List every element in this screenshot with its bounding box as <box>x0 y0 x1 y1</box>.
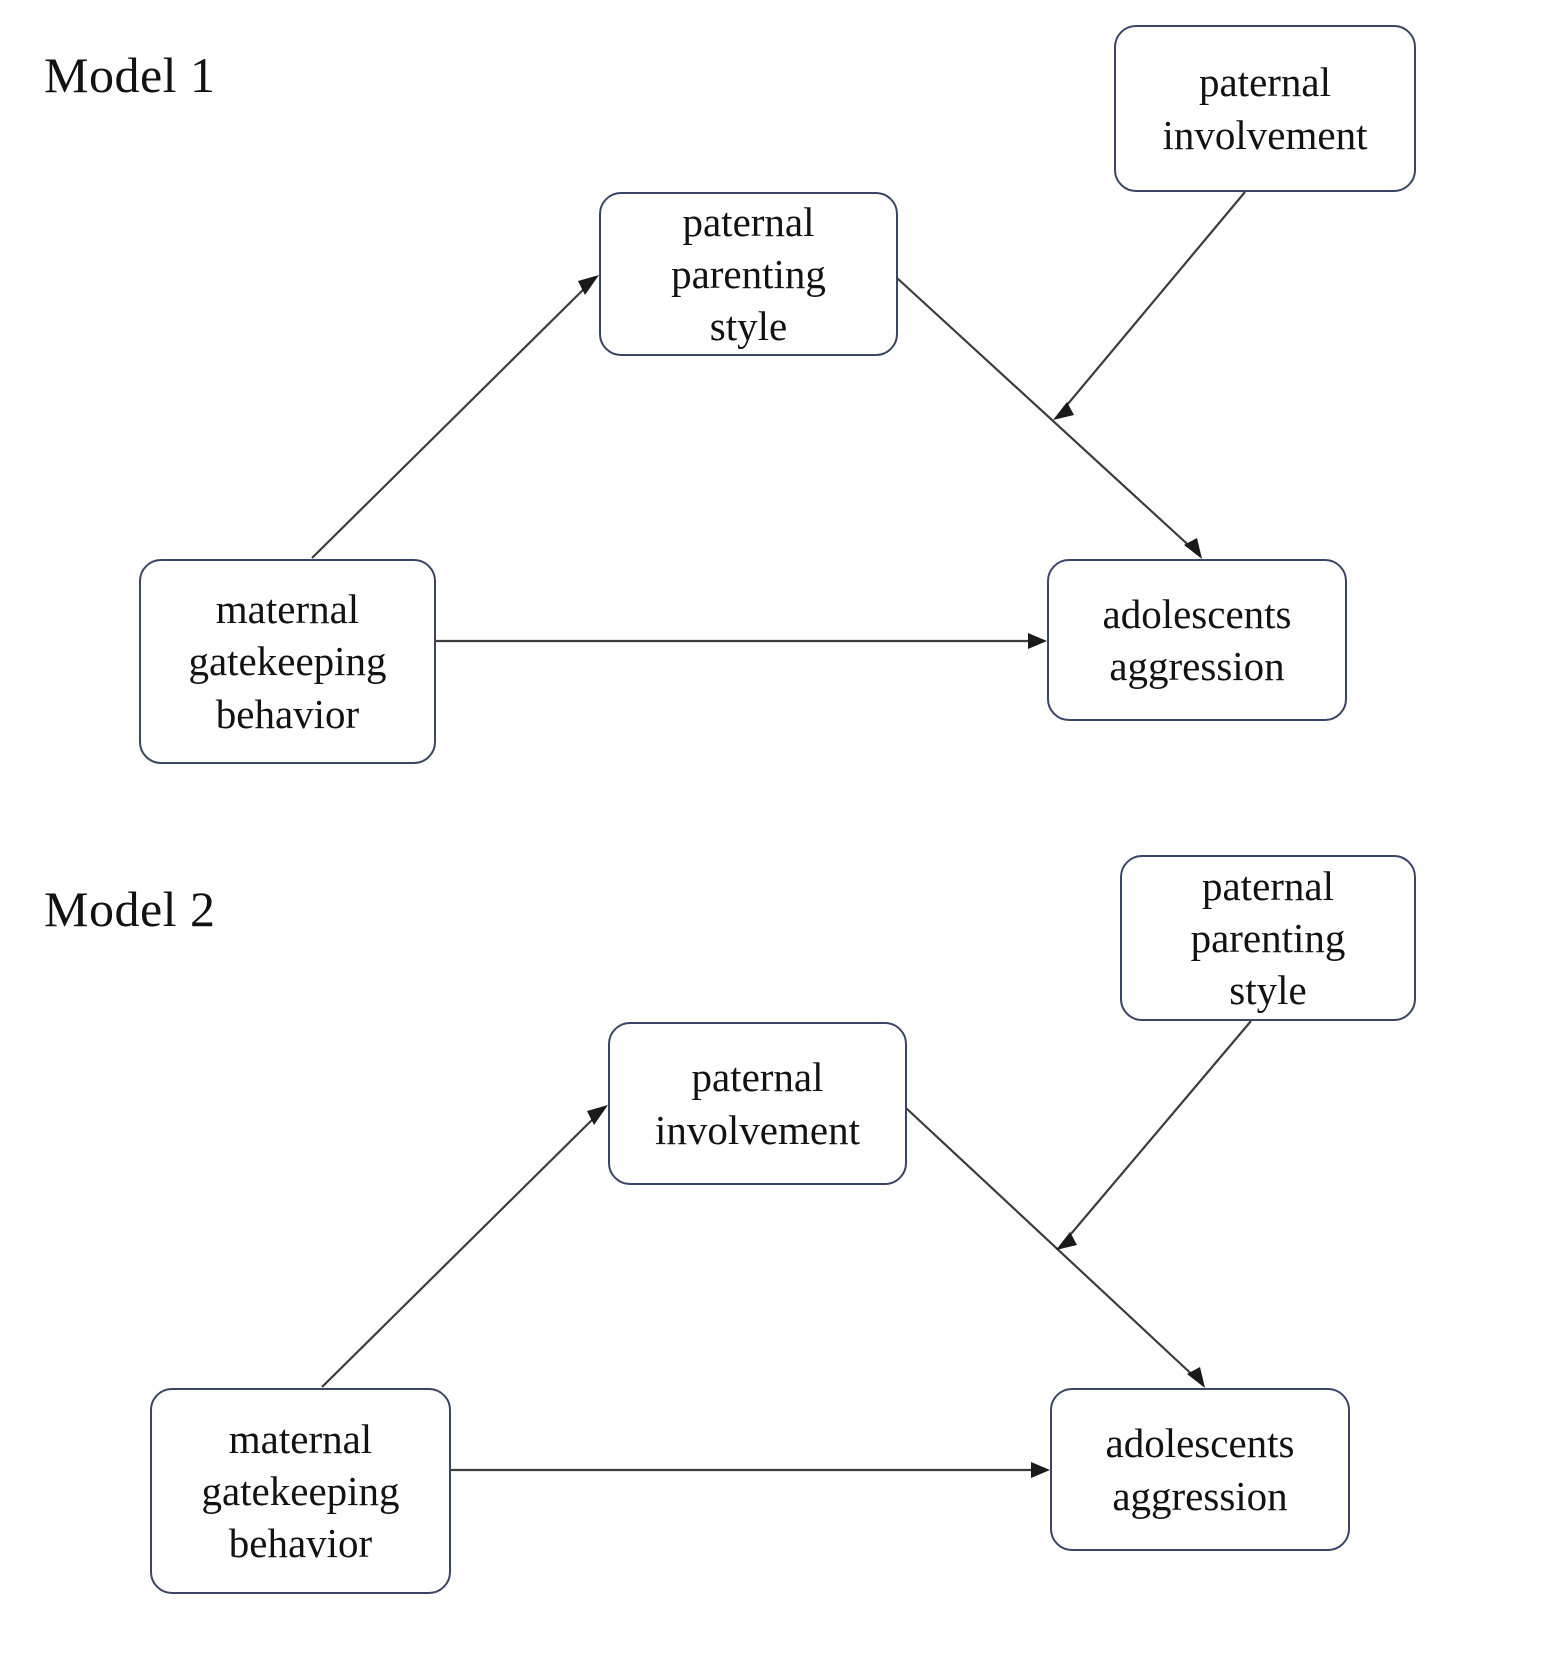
m2-edge-parenting-moderation <box>1056 1020 1252 1250</box>
m2-edge-maternal-to-involvement <box>321 1105 608 1388</box>
m1-node-paternal-involvement[interactable]: paternal involvement <box>1114 25 1416 192</box>
m2-node-paternal-parenting-style[interactable]: paternal parenting style <box>1120 855 1416 1021</box>
m1-edge-involvement-moderation <box>1053 191 1246 420</box>
m2-node-maternal-gatekeeping-behavior[interactable]: maternal gatekeeping behavior <box>150 1388 451 1594</box>
model-1-title: Model 1 <box>44 47 216 103</box>
m1-node-paternal-parenting-style-label: paternal parenting style <box>671 198 826 350</box>
m2-edge-maternal-to-aggression <box>451 1462 1050 1478</box>
m2-node-paternal-parenting-style-label: paternal parenting style <box>1190 862 1346 1014</box>
m1-node-adolescents-aggression[interactable]: adolescents aggression <box>1047 559 1347 721</box>
m1-node-paternal-involvement-label: paternal involvement <box>1162 59 1368 158</box>
m2-node-adolescents-aggression[interactable]: adolescents aggression <box>1050 1388 1350 1551</box>
m2-node-adolescents-aggression-label: adolescents aggression <box>1105 1420 1295 1519</box>
m2-node-paternal-involvement-label: paternal involvement <box>655 1054 860 1153</box>
m1-edge-maternal-to-aggression <box>436 633 1047 649</box>
m1-node-paternal-parenting-style[interactable]: paternal parenting style <box>599 192 898 356</box>
m2-edge-involvement-to-aggression <box>905 1107 1205 1388</box>
m2-node-paternal-involvement[interactable]: paternal involvement <box>608 1022 907 1185</box>
m1-edge-parenting-to-aggression <box>896 277 1202 559</box>
m1-node-maternal-gatekeeping-behavior-label: maternal gatekeeping behavior <box>188 586 387 737</box>
m1-edge-maternal-to-parenting <box>311 275 599 559</box>
model-2-title: Model 2 <box>44 881 216 937</box>
m1-node-adolescents-aggression-label: adolescents aggression <box>1102 590 1292 689</box>
m1-node-maternal-gatekeeping-behavior[interactable]: maternal gatekeeping behavior <box>139 559 436 764</box>
m2-node-maternal-gatekeeping-behavior-label: maternal gatekeeping behavior <box>201 1415 400 1567</box>
